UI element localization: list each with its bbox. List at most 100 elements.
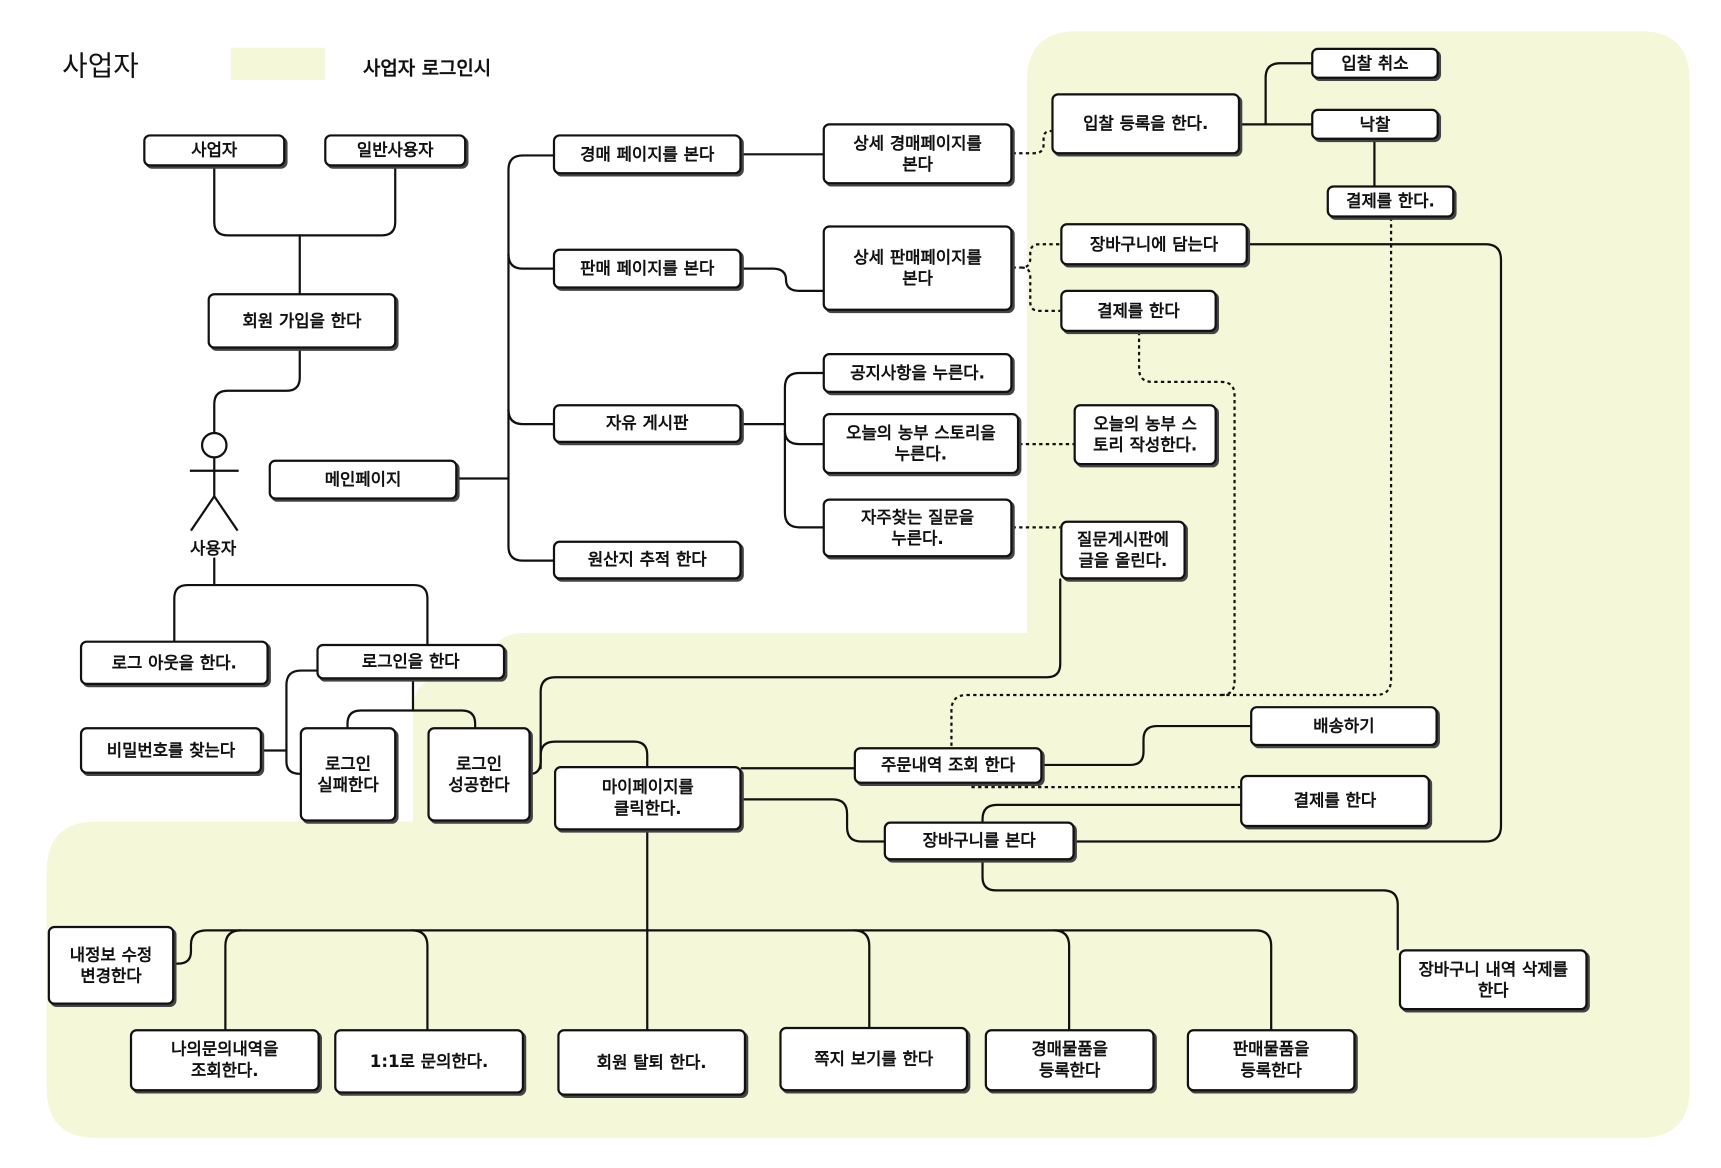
connector-cart-to-view-cart [1073,243,1503,843]
register-sale-item-box: 판매물품을 등록한다 [1186,1029,1356,1092]
connector-mypage-bus [224,929,1273,1031]
node-label: 주문내역 조회 한다 [881,755,1016,776]
node-label-line-2: 한다 [1477,979,1509,1000]
auction-page-box: 경매 페이지를 본다 [552,134,742,175]
connector-actor-logout-login [173,583,429,646]
node-label-line-2: 클릭한다. [613,798,682,819]
connector-bus-auction-item [1052,929,1071,1031]
node-label: 입찰 취소 [1341,52,1409,73]
login-fail-box: 로그인 실패한다 [299,727,397,822]
connector-cart-payment-view-cart [981,803,1242,823]
node-label-line-1: 오늘의 농부 스 [1093,413,1197,434]
order-history-box: 주문내역 조회 한다 [853,747,1043,784]
node-label: 배송하기 [1313,715,1375,736]
node-label-line-1: 내정보 수정 [69,944,153,965]
write-farmer-story-box: 오늘의 농부 스 토리 작성한다. [1073,404,1217,466]
connector-main-board [507,408,554,426]
view-cart-box: 장바구니를 본다 [883,821,1075,861]
origin-trace-box: 원산지 추적 한다 [552,540,742,580]
actor-right-leg [213,495,239,532]
connector-mypage-view-cart [740,798,885,843]
node-label-line-1: 상세 판매페이지를 [853,247,982,268]
login-success-box: 로그인 성공한다 [427,727,531,822]
actor-left-leg [190,495,216,532]
node-label: 로그인을 한다 [361,651,460,672]
node-label-line-2: 본다 [902,153,933,174]
add-to-cart-box: 장바구니에 담는다 [1060,223,1248,266]
node-label-line-2: 누른다. [894,443,948,464]
node-label: 입찰 등록을 한다. [1083,113,1209,134]
node-label-line-1: 로그인 [325,753,372,774]
connector-login-success-to-mypage [539,740,649,770]
sale-detail-box: 상세 판매페이지를 본다 [822,225,1013,311]
notice-box: 공지사항을 누른다. [822,353,1013,394]
node-label-line-2: 등록한다 [1039,1060,1101,1081]
dashed-bid-payment-order [950,217,1393,748]
business-login-region [46,31,1690,1138]
node-label: 장바구니를 본다 [922,830,1036,851]
business-user-box: 사업자 [143,134,286,167]
auction-detail-box: 상세 경매페이지를 본다 [822,123,1013,185]
node-label-line-2: 변경한다 [80,965,142,986]
node-label: 1:1로 문의한다. [369,1050,489,1071]
bid-cancel-box: 입찰 취소 [1311,47,1439,79]
node-label: 낙찰 [1359,113,1391,134]
post-question-box: 질문게시판에 글을 올린다. [1060,520,1186,580]
delete-cart-item-box: 장바구니 내역 삭제를 한다 [1398,949,1588,1011]
messages-box: 쪽지 보기를 한다 [779,1026,969,1092]
cart-payment-box: 결제를 한다 [1240,774,1430,828]
sale-payment-box: 결제를 한다 [1060,289,1217,332]
actor-head [200,431,228,459]
one-on-one-inquiry-box: 1:1로 문의한다. [334,1029,525,1094]
node-label: 메인페이지 [324,469,402,490]
node-label: 회원 탈퇴 한다. [596,1052,707,1073]
actor-label: 사용자 [190,538,237,559]
node-label: 사업자 [191,140,238,161]
connector-view-cart-delete [981,859,1399,951]
farmer-story-box: 오늘의 농부 스토리을 누른다. [822,412,1020,475]
connector-bus-messages [852,929,871,1029]
main-page-box: 메인페이지 [268,459,458,500]
node-label-line-1: 나의문의내역을 [171,1039,279,1060]
free-board-box: 자유 게시판 [552,404,742,443]
dashed-sale-payment-order [1137,331,1236,697]
signup-box: 회원 가입을 한다 [207,293,397,349]
register-auction-item-box: 경매물품을 등록한다 [984,1029,1155,1092]
node-label: 회원 가입을 한다 [242,310,362,331]
connector-login-results [346,709,477,729]
connector-order-delivery [1041,724,1252,767]
node-label-line-1: 상세 경매페이지를 [853,132,982,153]
connector-bus-edit-profile [173,929,243,965]
delivery-box: 배송하기 [1250,706,1438,747]
node-label: 결제를 한다. [1346,191,1435,212]
node-label: 로그 아웃을 한다. [111,652,237,673]
connector-board-spine [783,371,824,529]
node-label-line-2: 실패한다 [317,774,379,795]
dashed-auction-detail-bid [1012,129,1052,155]
connector-sale-detail [740,267,824,292]
node-label-line-2: 성공한다 [448,774,510,795]
login-box: 로그인을 한다 [316,643,506,680]
connector-board-story [783,429,824,446]
bid-register-box: 입찰 등록을 한다. [1051,93,1241,155]
node-label: 쪽지 보기를 한다 [814,1048,934,1069]
node-label: 일반사용자 [356,140,434,161]
legend-swatch [230,47,326,80]
sale-page-box: 판매 페이지를 본다 [552,248,742,289]
node-label: 원산지 추적 한다 [587,549,707,570]
node-label-line-2: 글을 올린다. [1078,550,1168,571]
node-label-line-2: 본다 [902,268,933,289]
node-label-line-2: 토리 작성한다. [1093,434,1198,455]
node-label: 장바구니에 담는다 [1089,233,1219,254]
general-user-box: 일반사용자 [324,134,467,167]
faq-box: 자주찾는 질문을 누른다. [822,498,1013,558]
node-label-line-1: 판매물품을 [1232,1039,1310,1060]
connector-main-sale [507,253,554,270]
find-password-box: 비밀번호를 찾는다 [79,727,263,774]
edit-profile-box: 내정보 수정 변경한다 [47,925,175,1005]
node-label: 판매 페이지를 본다 [580,258,715,279]
node-label: 결제를 한다 [1097,300,1180,321]
node-label-line-2: 누른다. [891,527,944,548]
node-label-line-1: 자주찾는 질문을 [861,507,975,528]
